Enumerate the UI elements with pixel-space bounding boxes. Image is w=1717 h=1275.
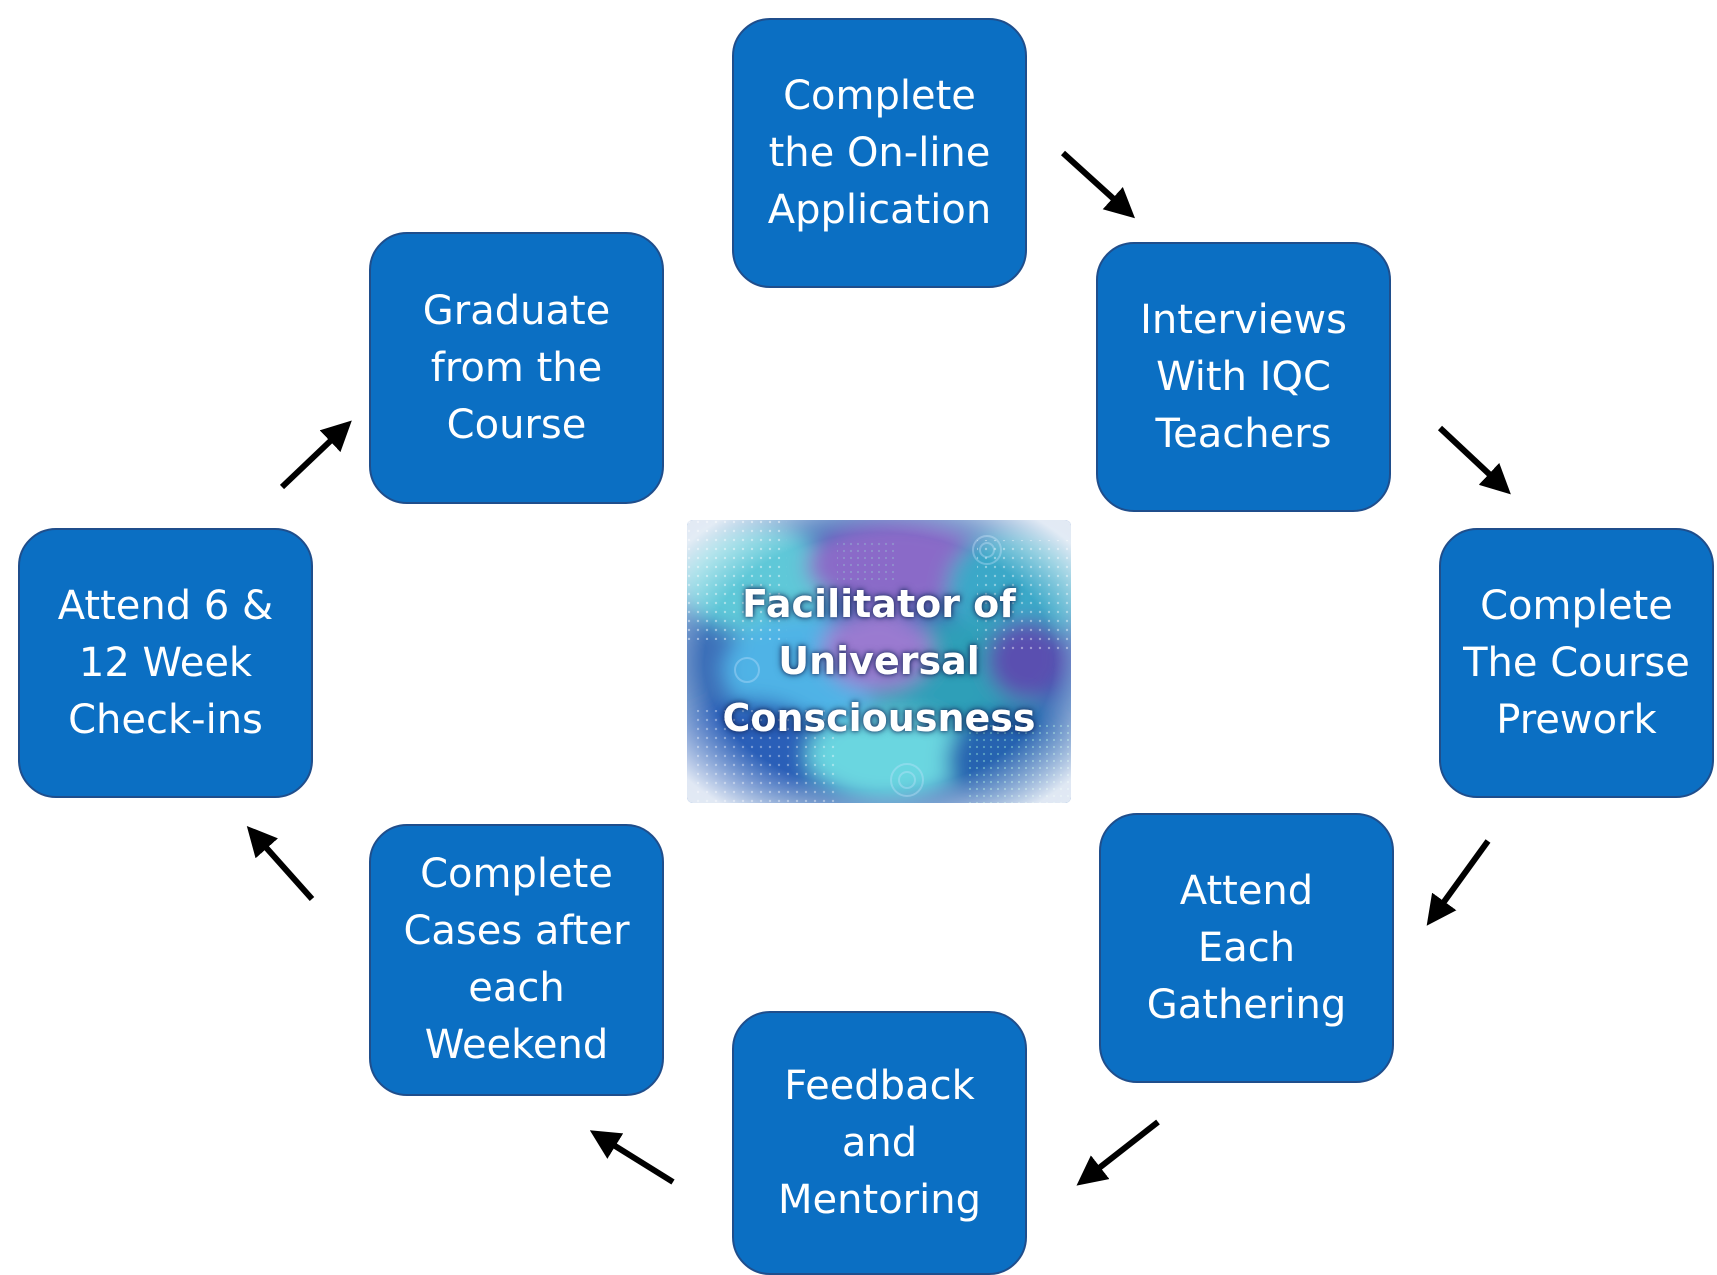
arrow-icon xyxy=(1076,1119,1160,1186)
arrow-icon xyxy=(1437,425,1511,495)
step-label: Interviews With IQC Teachers xyxy=(1140,296,1347,457)
step-label: Complete Cases after each Weekend xyxy=(403,851,630,1068)
step-label: Attend Each Gathering xyxy=(1146,867,1347,1028)
step-label: Feedback and Mentoring xyxy=(778,1062,981,1223)
step-feedback-mentoring: Feedback and Mentoring xyxy=(732,1011,1027,1275)
step-label: Graduate from the Course xyxy=(422,287,611,448)
abstract-painting-image xyxy=(687,520,1071,803)
center-title: Facilitator of Universal Consciousness xyxy=(722,582,1036,740)
center-artwork: Facilitator of Universal Consciousness xyxy=(687,520,1071,803)
step-interviews: Interviews With IQC Teachers xyxy=(1096,242,1391,512)
step-label: Complete The Course Prework xyxy=(1463,582,1690,743)
arrow-icon xyxy=(1060,150,1136,219)
arrow-icon xyxy=(1426,839,1491,926)
step-graduate: Graduate from the Course xyxy=(369,232,664,504)
arrow-icon xyxy=(589,1130,675,1185)
step-complete-application: Complete the On-line Application xyxy=(732,18,1027,288)
step-complete-cases: Complete Cases after each Weekend xyxy=(369,824,664,1096)
step-check-ins: Attend 6 & 12 Week Check-ins xyxy=(18,528,313,798)
step-label: Complete the On-line Application xyxy=(767,72,992,233)
step-course-prework: Complete The Course Prework xyxy=(1439,528,1714,798)
arrow-icon xyxy=(246,825,315,901)
arrow-icon xyxy=(279,420,352,490)
step-label: Attend 6 & 12 Week Check-ins xyxy=(57,582,274,743)
step-attend-gathering: Attend Each Gathering xyxy=(1099,813,1394,1083)
